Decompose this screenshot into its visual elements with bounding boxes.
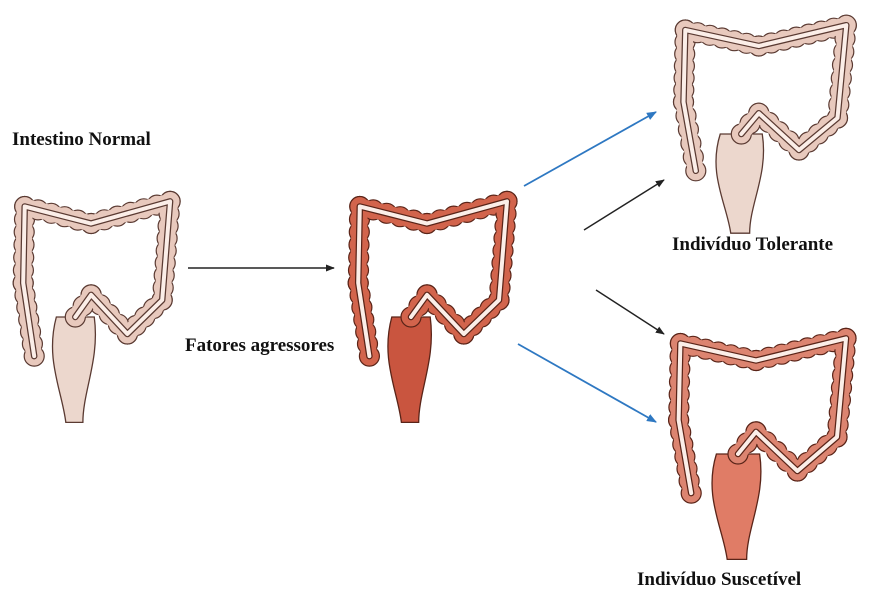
label-aggressors: Fatores agressores (185, 335, 334, 357)
rectum-shape (388, 317, 431, 422)
colon-normal-icon (13, 191, 180, 422)
rectum-shape (52, 317, 95, 422)
label-susceptible: Indivíduo Suscetível (637, 569, 801, 591)
colon-susceptible-icon (669, 328, 856, 559)
arrow-to-tolerant-black (584, 180, 664, 230)
rectum-shape (716, 134, 764, 233)
label-tolerant: Indivíduo Tolerante (672, 234, 833, 256)
colon-inflamed-icon (348, 191, 517, 422)
arrow-to-susceptible-black (596, 290, 664, 334)
colon-tolerant-icon (674, 15, 857, 233)
label-normal: Intestino Normal (12, 129, 151, 151)
arrow-to-tolerant-blue (524, 112, 656, 186)
arrow-to-susceptible-blue (518, 344, 656, 422)
rectum-shape (712, 454, 761, 559)
